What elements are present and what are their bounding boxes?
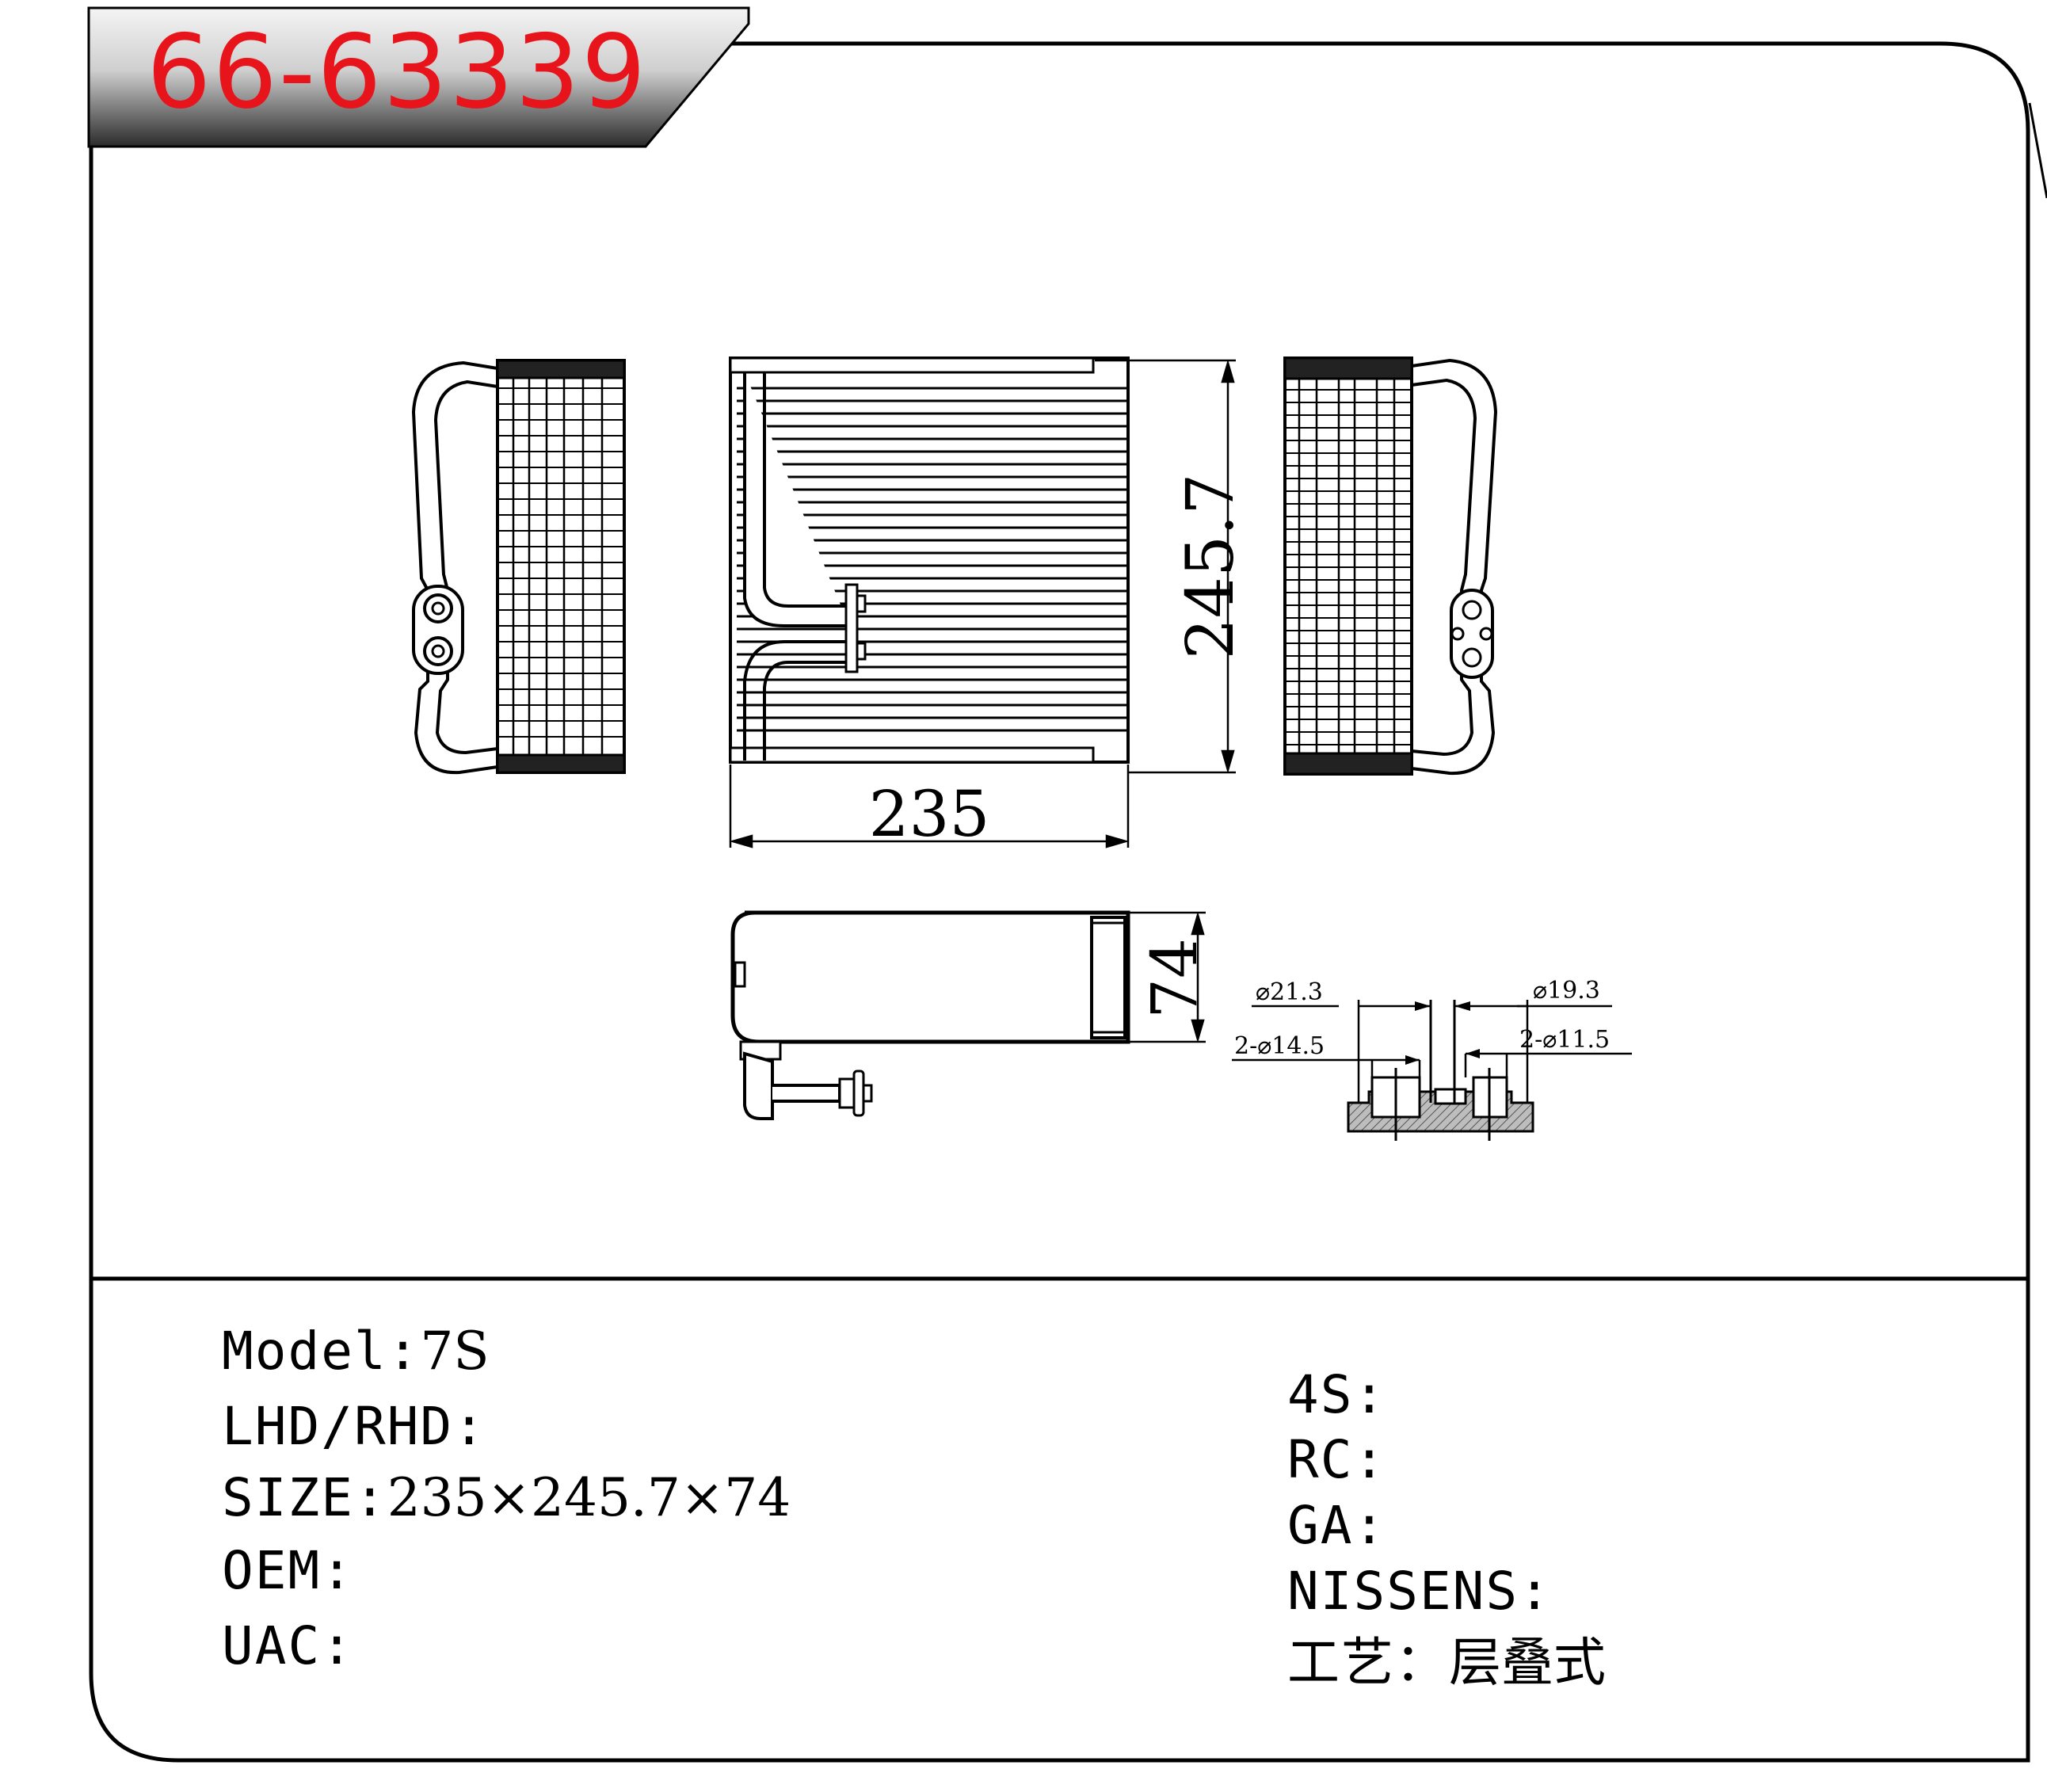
right-side-view xyxy=(1283,356,1498,776)
spec-uac: UAC: xyxy=(222,1615,354,1676)
spec-ga: GA: xyxy=(1287,1495,1387,1556)
spec-oem: OEM: xyxy=(222,1540,354,1601)
height-dimension-label: 245.7 xyxy=(1173,474,1248,660)
spec-lhd-rhd: LHD/RHD: xyxy=(222,1396,486,1457)
spec-model: Model:7S xyxy=(222,1321,490,1382)
front-view xyxy=(729,356,1130,764)
frame xyxy=(89,41,2030,1763)
spec-size: SIZE:235×245.7×74 xyxy=(222,1467,791,1528)
spec-process: 工艺：层叠式 xyxy=(1287,1632,1606,1693)
spec-rc: RC: xyxy=(1287,1429,1387,1490)
width-dimension xyxy=(729,764,1130,848)
left-side-view xyxy=(411,359,626,775)
height-dimension xyxy=(1095,359,1236,774)
edge-tick xyxy=(2028,102,2047,199)
depth-dimension-label: 74 xyxy=(1138,938,1211,1019)
flange-bolt-holes-left: 2-⌀14.5 xyxy=(1234,1032,1325,1060)
flange-outlet-diameter: ⌀21.3 xyxy=(1256,978,1323,1006)
depth-dimension xyxy=(1128,911,1206,1043)
flange-inlet-diameter: ⌀19.3 xyxy=(1533,977,1600,1005)
title-banner xyxy=(87,6,750,148)
spec-nissens: NISSENS: xyxy=(1287,1561,1552,1622)
top-view xyxy=(730,910,1130,1120)
spec-4s: 4S: xyxy=(1287,1364,1387,1425)
flange-bolt-holes-right: 2-⌀11.5 xyxy=(1519,1026,1610,1054)
flange-section xyxy=(1232,1000,1632,1141)
width-dimension-label: 235 xyxy=(869,777,990,851)
part-number: 66-63339 xyxy=(147,13,648,132)
